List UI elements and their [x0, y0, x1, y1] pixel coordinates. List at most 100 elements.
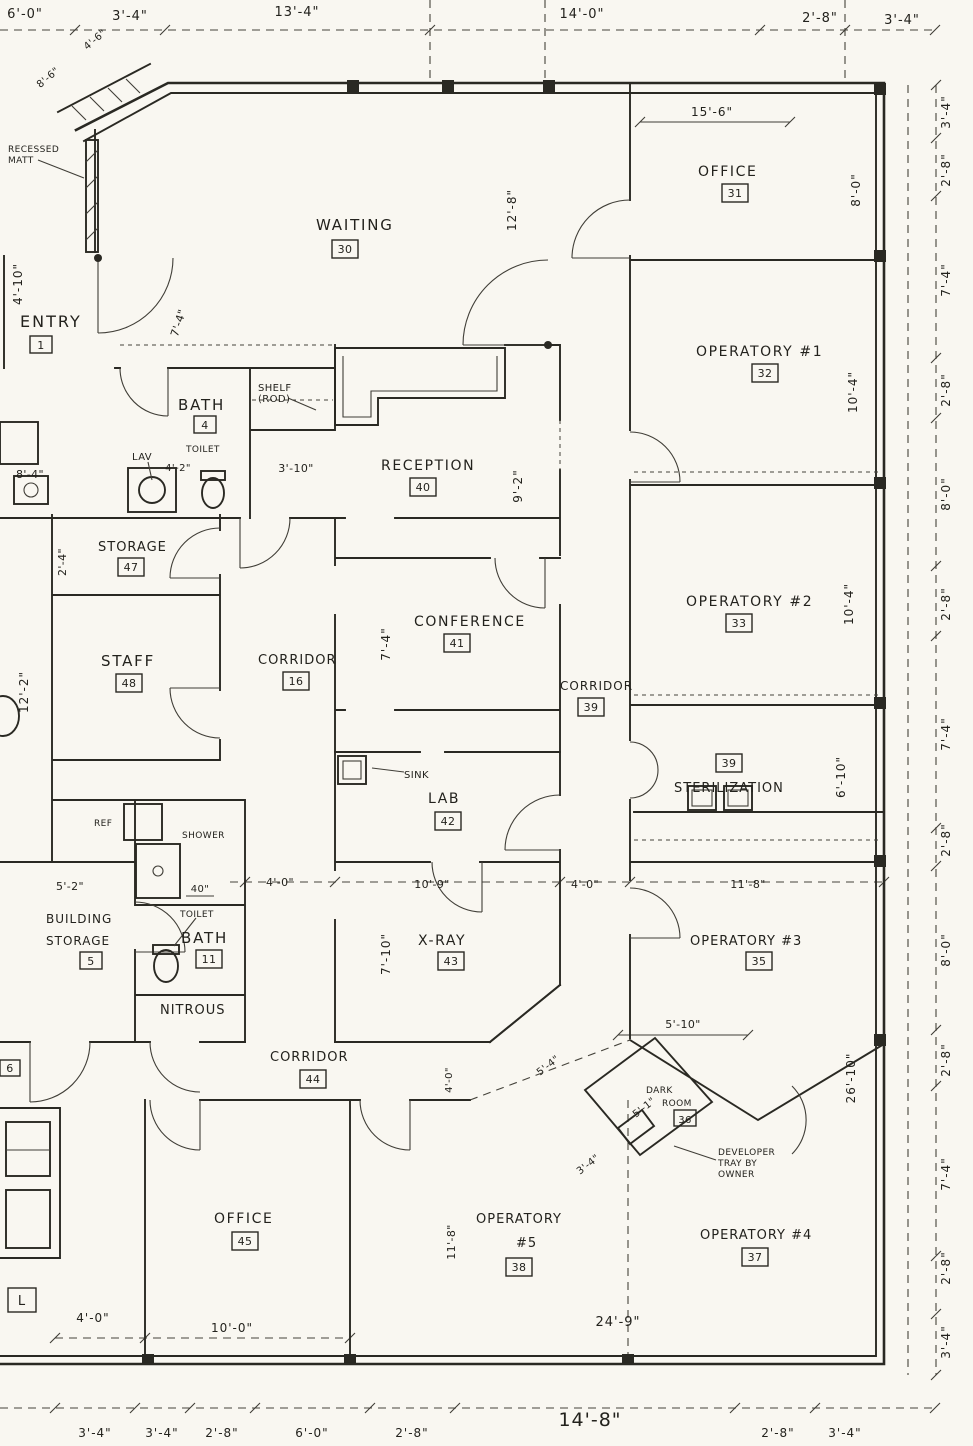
wall-column	[543, 80, 555, 94]
dim-right-5: 2'-8"	[939, 587, 953, 620]
room-label-xray43: X-RAY	[418, 933, 466, 949]
room-label-staff48: STAFF	[101, 652, 155, 670]
room-number-conference41: 41	[450, 637, 465, 650]
developer-tray-label-line3: OWNER	[718, 1170, 755, 1180]
room-number-lab42: 42	[441, 815, 456, 828]
recessed-matt-strip	[85, 139, 99, 253]
wall-joint	[874, 697, 886, 709]
room-label-op4: OPERATORY #4	[700, 1228, 812, 1243]
fixtures	[0, 80, 886, 1364]
room-number-box-corridor39	[577, 697, 605, 717]
room-label-op5-line1: OPERATORY	[476, 1212, 562, 1227]
room-number-bath4: 4	[201, 419, 208, 432]
dim-right-8: 8'-0"	[939, 933, 953, 966]
room-label-storage47: STORAGE	[98, 540, 167, 555]
dim-right-2: 7'-4"	[939, 263, 953, 296]
right-dimension-lines	[907, 85, 937, 1375]
room-label-corridor16: CORRIDOR	[258, 653, 336, 668]
dim-top-3: 14'-0"	[559, 7, 604, 22]
developer-tray-label-line2: TRAY BY	[717, 1159, 757, 1169]
room-label-entry: ENTRY	[20, 312, 82, 331]
dim-bottom-0: 3'-4"	[78, 1426, 111, 1440]
ref-label: REF	[94, 819, 112, 829]
lab-sink-inner	[342, 760, 362, 780]
room-number-box-op1	[751, 363, 779, 383]
wall-joint	[874, 83, 886, 95]
dim-right-12: 3'-4"	[939, 1325, 953, 1358]
room-number-corridor44: 44	[306, 1073, 321, 1086]
dim-bottom-2: 2'-8"	[205, 1426, 238, 1440]
room-number-darkroom36: 36	[678, 1115, 692, 1126]
dim-office45-a: 4'-0"	[76, 1311, 109, 1325]
room-label-building-storage-line2: STORAGE	[46, 934, 110, 948]
storage-staff-walls	[0, 514, 246, 1043]
staff-fixture-oval	[0, 695, 20, 737]
wall-joint	[344, 1354, 356, 1364]
room-number-op5: 38	[512, 1261, 527, 1274]
room-number-roomL: L	[18, 1294, 26, 1309]
door-leaves	[29, 257, 680, 1150]
room-label-bath11: BATH	[181, 929, 228, 947]
room-number-room6: 6	[6, 1062, 13, 1075]
room-number-waiting: 30	[338, 243, 353, 256]
room-label-corridor39: CORRIDOR	[560, 679, 633, 693]
dim-corr39-b: 4'-0"	[571, 878, 599, 891]
room-number-building-storage5: 5	[87, 955, 94, 968]
shelf-rod-label-line2: (ROD)	[258, 394, 290, 405]
dim-right-1: 2'-8"	[939, 153, 953, 186]
toilet-icon-bath11	[153, 949, 179, 983]
sterilization-sink-2-inner	[727, 789, 749, 807]
toilet-bath11-label: TOILET	[179, 910, 214, 920]
dim-bottom-3: 6'-0"	[295, 1426, 328, 1440]
dim-xray-depth: 7'-10"	[379, 933, 393, 975]
dim-op2-depth: 10'-4"	[842, 583, 856, 625]
dim-corr44-a: 4'-0"	[266, 876, 294, 889]
room-number-box-staff48	[115, 673, 143, 693]
dim-bottom-6: 2'-8"	[761, 1426, 794, 1440]
room-number-reception: 40	[416, 481, 431, 494]
room-number-bath11: 11	[202, 953, 217, 966]
room-number-box-sterilization39	[715, 753, 743, 773]
dim-office31-width: 15'-6"	[691, 105, 733, 119]
dim-top-1: 3'-4"	[112, 9, 148, 24]
room-number-box-office45	[231, 1231, 259, 1251]
sink-lab-label: SINK	[404, 770, 429, 781]
room-number-staff48: 48	[122, 677, 137, 690]
room-number-box-corridor44	[299, 1069, 327, 1089]
dim-shelf: 3'-10"	[278, 462, 313, 475]
bottom-left-furniture-2	[5, 1189, 51, 1249]
room-number-box-op3	[745, 951, 773, 971]
room-number-box-op5	[505, 1257, 533, 1277]
dim-right-11: 2'-8"	[939, 1251, 953, 1284]
toilet-tank-bath11	[152, 944, 180, 955]
room-label-nitrous: NITROUS	[160, 1003, 226, 1018]
room-number-op2: 33	[732, 617, 747, 630]
toilet-icon-bath4	[201, 477, 225, 509]
shower-stall	[135, 843, 181, 899]
interior-walls	[0, 82, 886, 1365]
dim-dark-d: 3'-4"	[575, 1153, 602, 1177]
dimension-grid	[0, 0, 942, 1414]
dim-conference-depth: 7'-4"	[379, 627, 393, 660]
room-label-op1: OPERATORY #1	[696, 344, 823, 360]
dimension-ticks	[49, 24, 942, 1414]
dim-office31-depth: 8'-0"	[849, 173, 863, 206]
shelf-rod-label-line1: SHELF	[258, 383, 292, 394]
room-number-box-corridor16	[282, 671, 310, 691]
room-label-office31: OFFICE	[698, 164, 757, 180]
room-label-op5-line2: #5	[516, 1236, 537, 1251]
room-number-op3: 35	[752, 955, 767, 968]
room-number-box-office31	[721, 183, 749, 203]
room-number-storage47: 47	[124, 561, 139, 574]
room-number-op1: 32	[758, 367, 773, 380]
room-number-xray43: 43	[444, 955, 459, 968]
door-pivot-dot	[544, 341, 552, 349]
wall-column	[347, 80, 359, 94]
darkroom-wedge-walls	[583, 1036, 886, 1157]
room-number-box-room6	[0, 1059, 21, 1077]
top-extension-lines	[429, 0, 846, 83]
dim-right-10: 7'-4"	[939, 1157, 953, 1190]
recessed-matt-label-line2: MATT	[8, 156, 34, 166]
dim-staff-left: 12'-2"	[17, 671, 31, 713]
